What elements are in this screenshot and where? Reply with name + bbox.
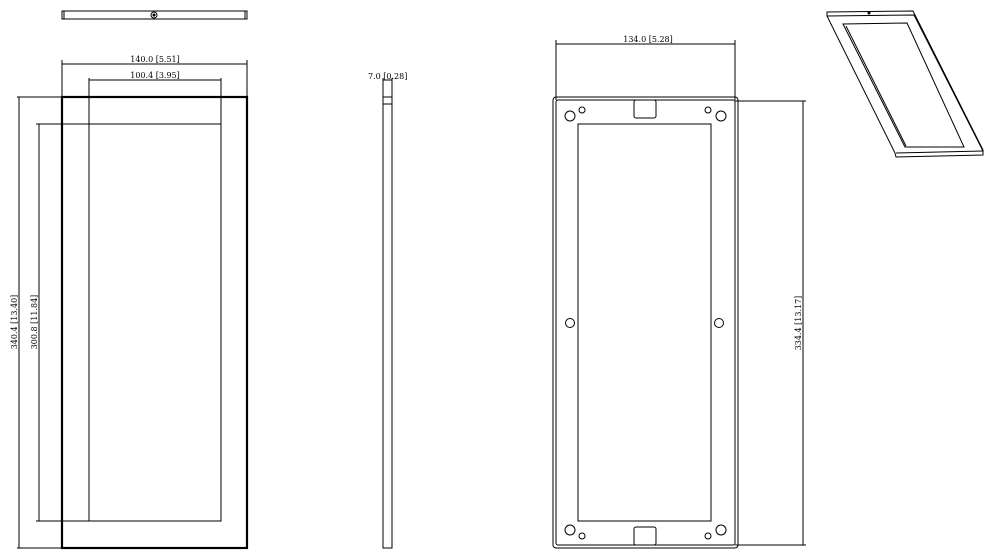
top-view [61,10,248,20]
isometric-view [826,10,984,158]
mounting-hole-icons [564,106,727,540]
front-width-label: 140.0 [5.51] [130,55,180,64]
back-height-label: 334.4 [13.17] [794,296,803,351]
top-tab [633,99,657,119]
front-view: 140.0 [5.51] 100.4 [3.95] 340.4 [13.40] … [10,55,249,550]
back-view: 134.0 [5.28] 334.4 [13.17] [552,35,806,549]
bottom-tab [633,526,657,546]
front-inner-height-label: 300.8 [11.84] [30,295,39,350]
front-height-label: 340.4 [13.40] [10,295,19,350]
side-thickness-label: 7.0 [0.28] [368,72,407,81]
side-view: 7.0 [0.28] [368,72,407,549]
front-inner-width-label: 100.4 [3.95] [130,71,180,80]
back-width-label: 134.0 [5.28] [623,35,673,44]
screw-icon [150,11,158,19]
